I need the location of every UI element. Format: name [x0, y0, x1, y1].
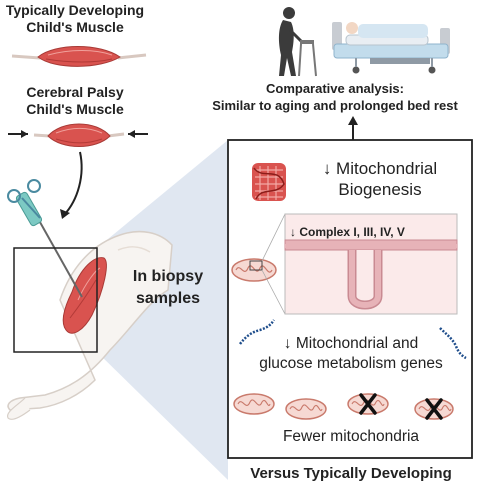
typical-title-line2: Child's Muscle [26, 19, 124, 35]
mitochondrion-small-icon [231, 213, 286, 315]
mitochondrion-2-icon [285, 398, 327, 420]
complex-label: ↓ Complex I, III, IV, V [290, 225, 405, 239]
typical-title-line1: Typically Developing [5, 2, 145, 18]
mitochondria-row [233, 393, 454, 420]
dna-right-icon [439, 327, 467, 360]
arm-illustration [6, 230, 173, 420]
biopsy-line1: In biopsy [132, 268, 204, 285]
biopsy-samples-text: In biopsy samples [118, 266, 218, 310]
typical-muscle-icon [11, 46, 147, 67]
genes-text: ↓ Mitochondrial and glucose metabolism g… [230, 334, 472, 374]
mitochondrion-4-crossed-icon [414, 398, 454, 420]
biogenesis-line2: Biogenesis [338, 180, 422, 199]
fewer-mitochondria-text: Fewer mitochondria [282, 428, 420, 445]
comparative-line2: Similar to aging and prolonged bed rest [212, 98, 458, 113]
elderly-walker-icon [278, 7, 317, 77]
hospital-bed-icon [332, 22, 450, 74]
mitochondrion-3-crossed-icon [347, 393, 389, 415]
biogenesis-line1: ↓ Mitochondrial [322, 159, 438, 178]
zoom-projection [97, 140, 228, 480]
cp-title-line2: Child's Muscle [26, 101, 124, 117]
biopsy-site-box [13, 247, 98, 353]
biogenesis-text: ↓ Mitochondrial Biogenesis [290, 158, 470, 200]
cristae-zoom-box [284, 213, 458, 315]
cp-muscle-icon [8, 123, 148, 147]
dna-left-icon [239, 319, 276, 345]
biopsy-needle-icon [7, 179, 83, 298]
cp-title-line1: Cerebral Palsy [26, 84, 124, 100]
typical-muscle-title: Typically Developing Child's Muscle [0, 2, 150, 36]
comparative-analysis-text: Comparative analysis: Similar to aging a… [190, 80, 480, 114]
cp-muscle-title: Cerebral Palsy Child's Muscle [0, 84, 150, 118]
genes-line2: glucose metabolism genes [259, 355, 443, 372]
genes-line1: ↓ Mitochondrial and [283, 335, 419, 352]
mitochondrial-tangle-icon [252, 163, 286, 201]
versus-caption: Versus Typically Developing [250, 465, 452, 482]
biopsy-line2: samples [135, 290, 201, 307]
curved-arrow-down [63, 151, 83, 216]
mitochondrion-1-icon [233, 393, 275, 415]
comparative-line1: Comparative analysis: [265, 81, 404, 96]
